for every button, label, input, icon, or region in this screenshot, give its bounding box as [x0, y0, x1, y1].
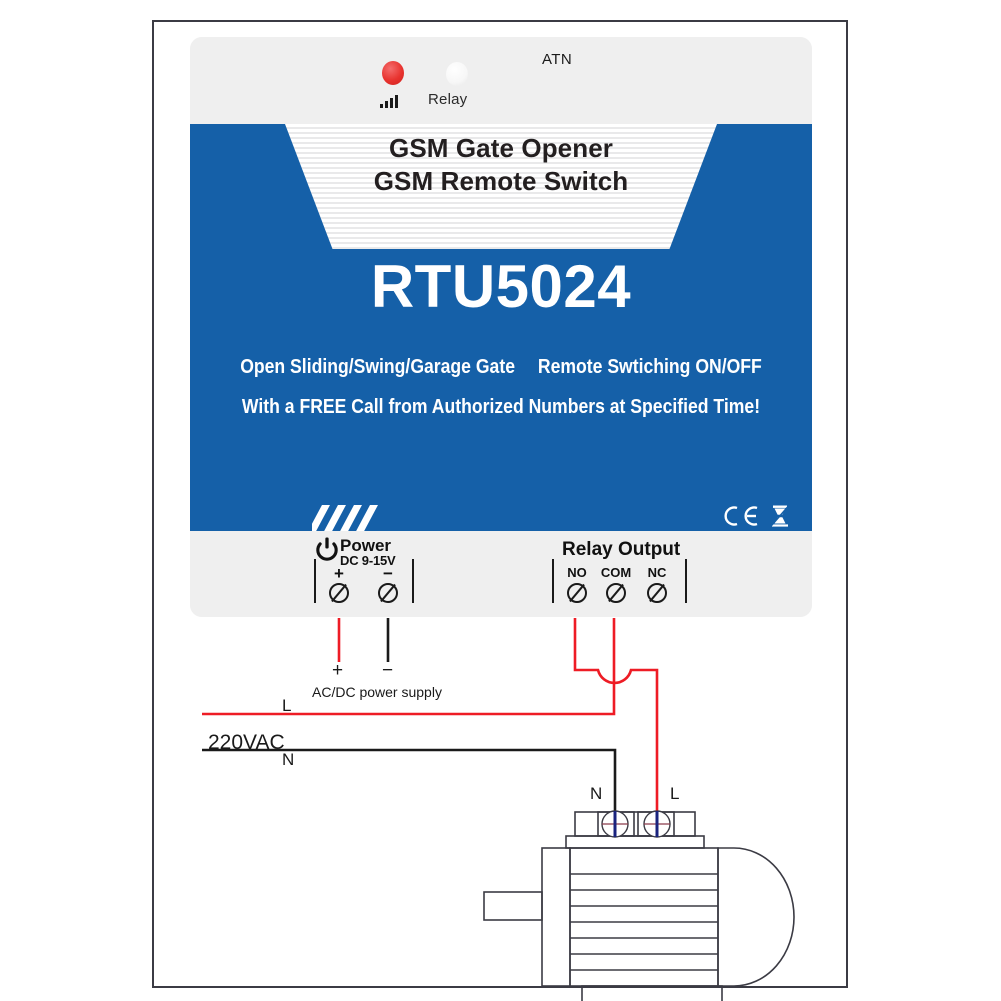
tagline-line-1: Open Sliding/Swing/Garage Gate Remote Swt…: [227, 356, 774, 379]
power-minus-label: −: [383, 564, 393, 583]
signal-bars-icon: [380, 92, 406, 108]
relay-no-label: NO: [567, 565, 587, 580]
power-plus-screw[interactable]: [329, 583, 349, 603]
rtu5024-device: ATN Relay GSM Gate Opener GSM Remote Swi…: [190, 37, 812, 617]
power-bracket-right: [412, 559, 414, 603]
supply-minus-label: −: [382, 660, 394, 681]
tagline-line-2: With a FREE Call from Authorized Numbers…: [241, 396, 761, 418]
supply-caption: AC/DC power supply: [312, 684, 442, 700]
motor-terminal-box: [574, 811, 696, 837]
relay-led: [446, 62, 468, 86]
terminal-panel: Power DC 9-15V + − Relay Output NO COM N…: [190, 531, 812, 617]
brand-label-block: GSM Gate Opener GSM Remote Switch RTU502…: [190, 124, 812, 531]
power-title-text: Power: [340, 536, 392, 555]
diagram-frame: ATN Relay GSM Gate Opener GSM Remote Swi…: [152, 20, 848, 1001]
relay-nc-screw[interactable]: [647, 583, 667, 603]
motor-end-flange: [541, 847, 571, 987]
power-icon: [316, 537, 338, 561]
motor-base: [581, 985, 723, 1001]
motor-rear-cap: [717, 847, 795, 987]
relay-no-screw[interactable]: [567, 583, 587, 603]
tagline-right: Remote Swtiching ON/OFF: [537, 356, 762, 378]
atn-label: ATN: [542, 51, 573, 68]
power-plus-label: +: [334, 564, 344, 583]
relay-led-label: Relay: [428, 91, 468, 108]
wire-relay-com-to-live: [202, 618, 616, 716]
power-voltage-range: DC 9-15V: [340, 553, 396, 568]
relay-com-label: COM: [600, 565, 632, 580]
indicator-panel: ATN Relay: [190, 37, 812, 124]
relay-group-title: Relay Output: [562, 539, 681, 560]
certification-marks: [723, 504, 790, 528]
signal-led: [382, 61, 404, 85]
motor-body: [569, 847, 719, 987]
tagline-left: Open Sliding/Swing/Garage Gate: [240, 356, 515, 378]
relay-bracket-left: [552, 559, 554, 603]
power-group-title: Power DC 9-15V: [340, 536, 396, 568]
mains-live-label: L: [282, 696, 292, 715]
mains-neutral-label: N: [282, 750, 295, 769]
motor-junction-box: [565, 835, 705, 849]
relay-com-screw[interactable]: [606, 583, 626, 603]
model-number: RTU5024: [370, 253, 632, 320]
motor-illustration: [483, 811, 795, 1001]
relay-nc-label: NC: [647, 565, 667, 580]
motor-shaft: [483, 891, 543, 921]
banner-line-2: GSM Remote Switch: [373, 166, 629, 197]
relay-bracket-right: [685, 559, 687, 603]
motor-cooling-fins: [570, 873, 718, 971]
wiring-schematic: [202, 618, 795, 1001]
power-minus-screw[interactable]: [378, 583, 398, 603]
wire-relay-no-to-motor-live: [573, 618, 659, 812]
motor-terminal-n-label: N: [590, 784, 603, 803]
product-banner: GSM Gate Opener GSM Remote Switch: [285, 124, 717, 249]
supply-plus-label: +: [332, 660, 344, 681]
weee-bin-icon: [770, 505, 790, 527]
motor-terminal-l-label: L: [670, 784, 680, 803]
banner-line-1: GSM Gate Opener: [389, 133, 613, 163]
power-bracket-left: [314, 559, 316, 603]
ce-mark-icon: [724, 506, 758, 526]
wire-mains-neutral-to-motor: [202, 748, 617, 812]
mains-voltage-label: 220VAC: [208, 731, 285, 754]
motor-terminal-screws: [601, 810, 671, 838]
